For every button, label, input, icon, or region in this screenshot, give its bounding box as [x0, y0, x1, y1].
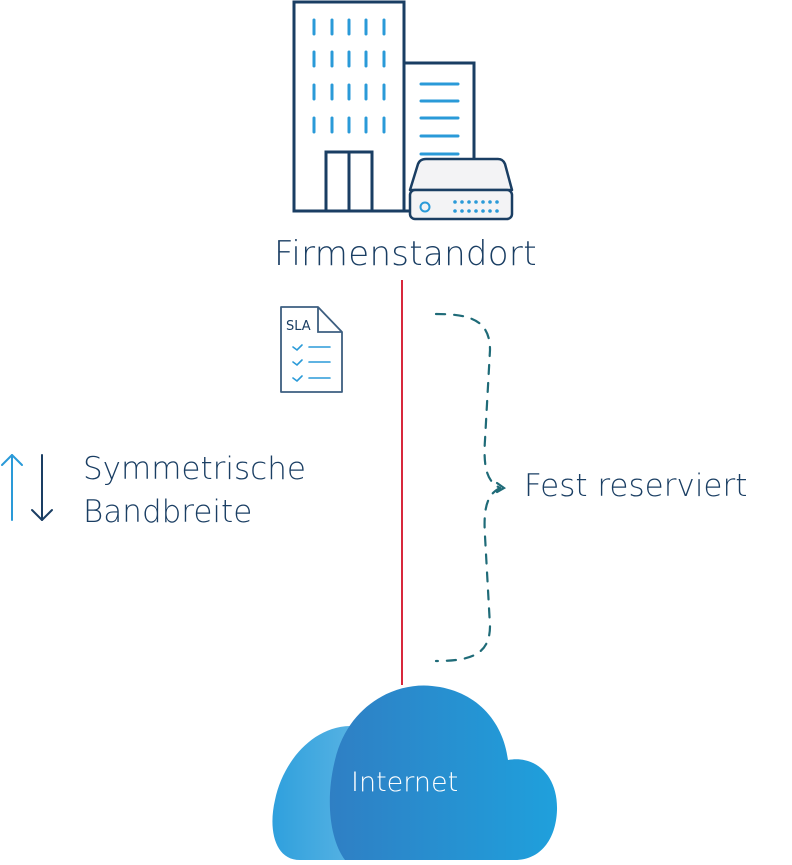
sla-document-icon: SLA — [280, 306, 343, 393]
reserved-label: Fest reserviert — [524, 468, 748, 504]
cloud-icon — [272, 685, 558, 860]
sla-text: SLA — [286, 319, 311, 334]
arrow-down-icon — [31, 454, 53, 521]
internet-label: Internet — [351, 767, 459, 798]
building-label: Firmenstandort — [274, 234, 537, 274]
server-icon — [408, 157, 514, 221]
bandwidth-label-line2: Bandbreite — [83, 494, 253, 530]
arrow-up-icon — [1, 454, 23, 521]
curly-brace-icon — [434, 312, 502, 663]
bandwidth-label-line1: Symmetrische — [83, 451, 306, 487]
bandwidth-label: Symmetrische Bandbreite — [83, 448, 306, 534]
brace-arrow-tip — [495, 481, 507, 494]
